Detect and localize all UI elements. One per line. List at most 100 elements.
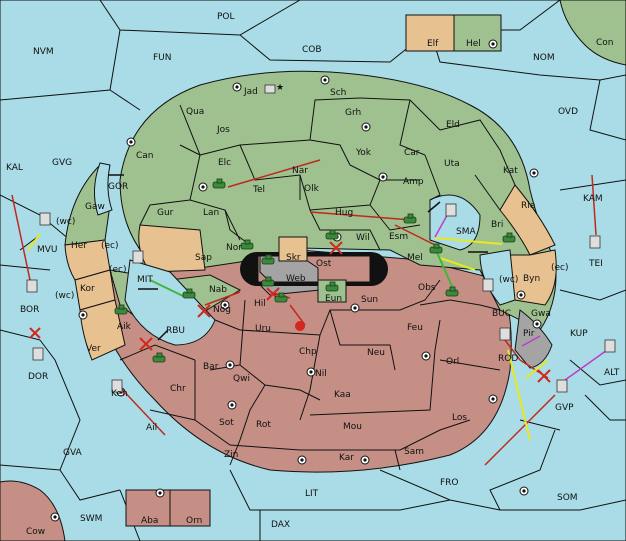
region-label: Elf xyxy=(427,39,439,49)
region-label: Neu xyxy=(367,348,385,358)
region-label: Cow xyxy=(26,527,45,537)
region-label: Hug xyxy=(335,208,353,218)
region-label: (wc) xyxy=(56,217,75,227)
army-unit-icon xyxy=(212,178,226,189)
army-unit-icon xyxy=(325,229,339,240)
region-label: Los xyxy=(452,413,467,423)
region-label: Esm xyxy=(389,232,408,242)
region-label: Kar xyxy=(339,453,354,463)
region-label: DOR xyxy=(28,372,48,382)
region-label: KAL xyxy=(6,163,23,173)
region-label: Car xyxy=(404,148,420,158)
region-label: MVU xyxy=(37,245,58,255)
army-unit-icon xyxy=(403,213,417,224)
region-label: LIT xyxy=(305,489,319,499)
region-label: Zin xyxy=(224,450,238,460)
region-label: Nab xyxy=(209,285,227,295)
region-label: Orn xyxy=(186,516,202,526)
region-label: SWM xyxy=(80,514,102,524)
region-label: Obs xyxy=(418,283,436,293)
sma-sea[interactable] xyxy=(429,194,481,251)
region-label: Gur xyxy=(157,208,174,218)
region-label: (wc) xyxy=(55,291,74,301)
region-label: GVA xyxy=(63,448,83,458)
region-label: Aik xyxy=(117,322,132,332)
region-label: Grh xyxy=(345,108,361,118)
region-label: TEI xyxy=(588,259,603,269)
skr-tan[interactable] xyxy=(278,236,308,262)
region-label: Rie xyxy=(521,201,536,211)
fleet-unit-icon xyxy=(499,327,511,341)
region-label: Orl xyxy=(446,357,459,367)
con-land[interactable] xyxy=(559,0,626,66)
region-label: POL xyxy=(217,12,235,22)
army-units xyxy=(114,178,516,363)
fleet-unit-icon xyxy=(26,279,38,293)
fleet-unit-icon xyxy=(556,379,568,393)
region-label: OVD xyxy=(558,107,578,117)
mit-rbu-sea[interactable] xyxy=(124,259,216,346)
region-label: Hel xyxy=(466,39,481,49)
fleet-unit-icon xyxy=(604,339,616,353)
region-label: (ec) xyxy=(101,241,119,251)
region-label: Gwa xyxy=(531,309,551,319)
star-icon: ★ xyxy=(276,83,284,93)
region-label: Pir xyxy=(523,329,535,339)
failed-orders xyxy=(29,241,551,383)
region-label: RBU xyxy=(166,326,185,336)
region-label: Nar xyxy=(292,166,308,176)
army-unit-icon xyxy=(274,292,288,303)
region-label: Con xyxy=(596,38,614,48)
region-label: Hil xyxy=(254,299,266,309)
region-label: ALT xyxy=(604,368,620,378)
region-label: Kat xyxy=(503,166,518,176)
sap-tan[interactable] xyxy=(138,224,206,273)
region-label: Her xyxy=(71,241,87,251)
cow-land[interactable] xyxy=(0,480,66,541)
region-label: Ver xyxy=(86,344,101,354)
army-unit-icon xyxy=(152,352,166,363)
region-label: Qwi xyxy=(233,374,250,384)
region-label: Amp xyxy=(403,177,424,187)
region-label: Jos xyxy=(216,125,230,135)
region-label: FUN xyxy=(153,53,172,63)
region-label: Uta xyxy=(444,159,460,169)
fleet-unit-icon xyxy=(39,212,51,226)
supply-centers xyxy=(50,39,542,522)
region-label: Sun xyxy=(361,295,378,305)
region-label: Qua xyxy=(186,107,204,117)
aba-orn-land[interactable] xyxy=(125,489,211,527)
region-label: Feu xyxy=(407,323,423,333)
region-label: SMA xyxy=(456,227,476,237)
region-label: Kaa xyxy=(334,390,351,400)
region-label: Bar xyxy=(203,362,219,372)
region-label: Eld xyxy=(446,120,460,130)
army-unit-icon xyxy=(261,276,275,287)
region-label: NVM xyxy=(33,47,54,57)
region-label: Nor xyxy=(226,243,242,253)
region-label: Sam xyxy=(404,447,424,457)
region-label: GVG xyxy=(52,158,72,168)
dislodged-marker xyxy=(295,321,305,331)
region-label: Nog xyxy=(213,305,231,315)
region-label: GOR xyxy=(108,182,128,192)
region-label: Gaw xyxy=(85,202,105,212)
region-label: Web xyxy=(286,274,306,284)
fleet-unit-icon xyxy=(445,203,457,217)
rie-tan[interactable] xyxy=(499,184,556,256)
legend-elf xyxy=(405,14,455,52)
army-unit-icon xyxy=(445,286,459,297)
northern-land[interactable] xyxy=(119,70,557,331)
region-label: GVP xyxy=(555,403,574,413)
region-label: Can xyxy=(136,151,154,161)
fleet-unit-icon xyxy=(111,379,123,393)
army-unit-icon xyxy=(261,254,275,265)
region-label: Uru xyxy=(255,324,271,334)
region-label: Lan xyxy=(203,208,219,218)
region-label: Ost xyxy=(316,259,332,269)
region-label: Chp xyxy=(299,347,317,357)
region-label: DAX xyxy=(271,520,290,530)
region-label: COB xyxy=(302,45,322,55)
fleet-unit-icon xyxy=(132,250,144,264)
region-label: Sch xyxy=(330,88,346,98)
